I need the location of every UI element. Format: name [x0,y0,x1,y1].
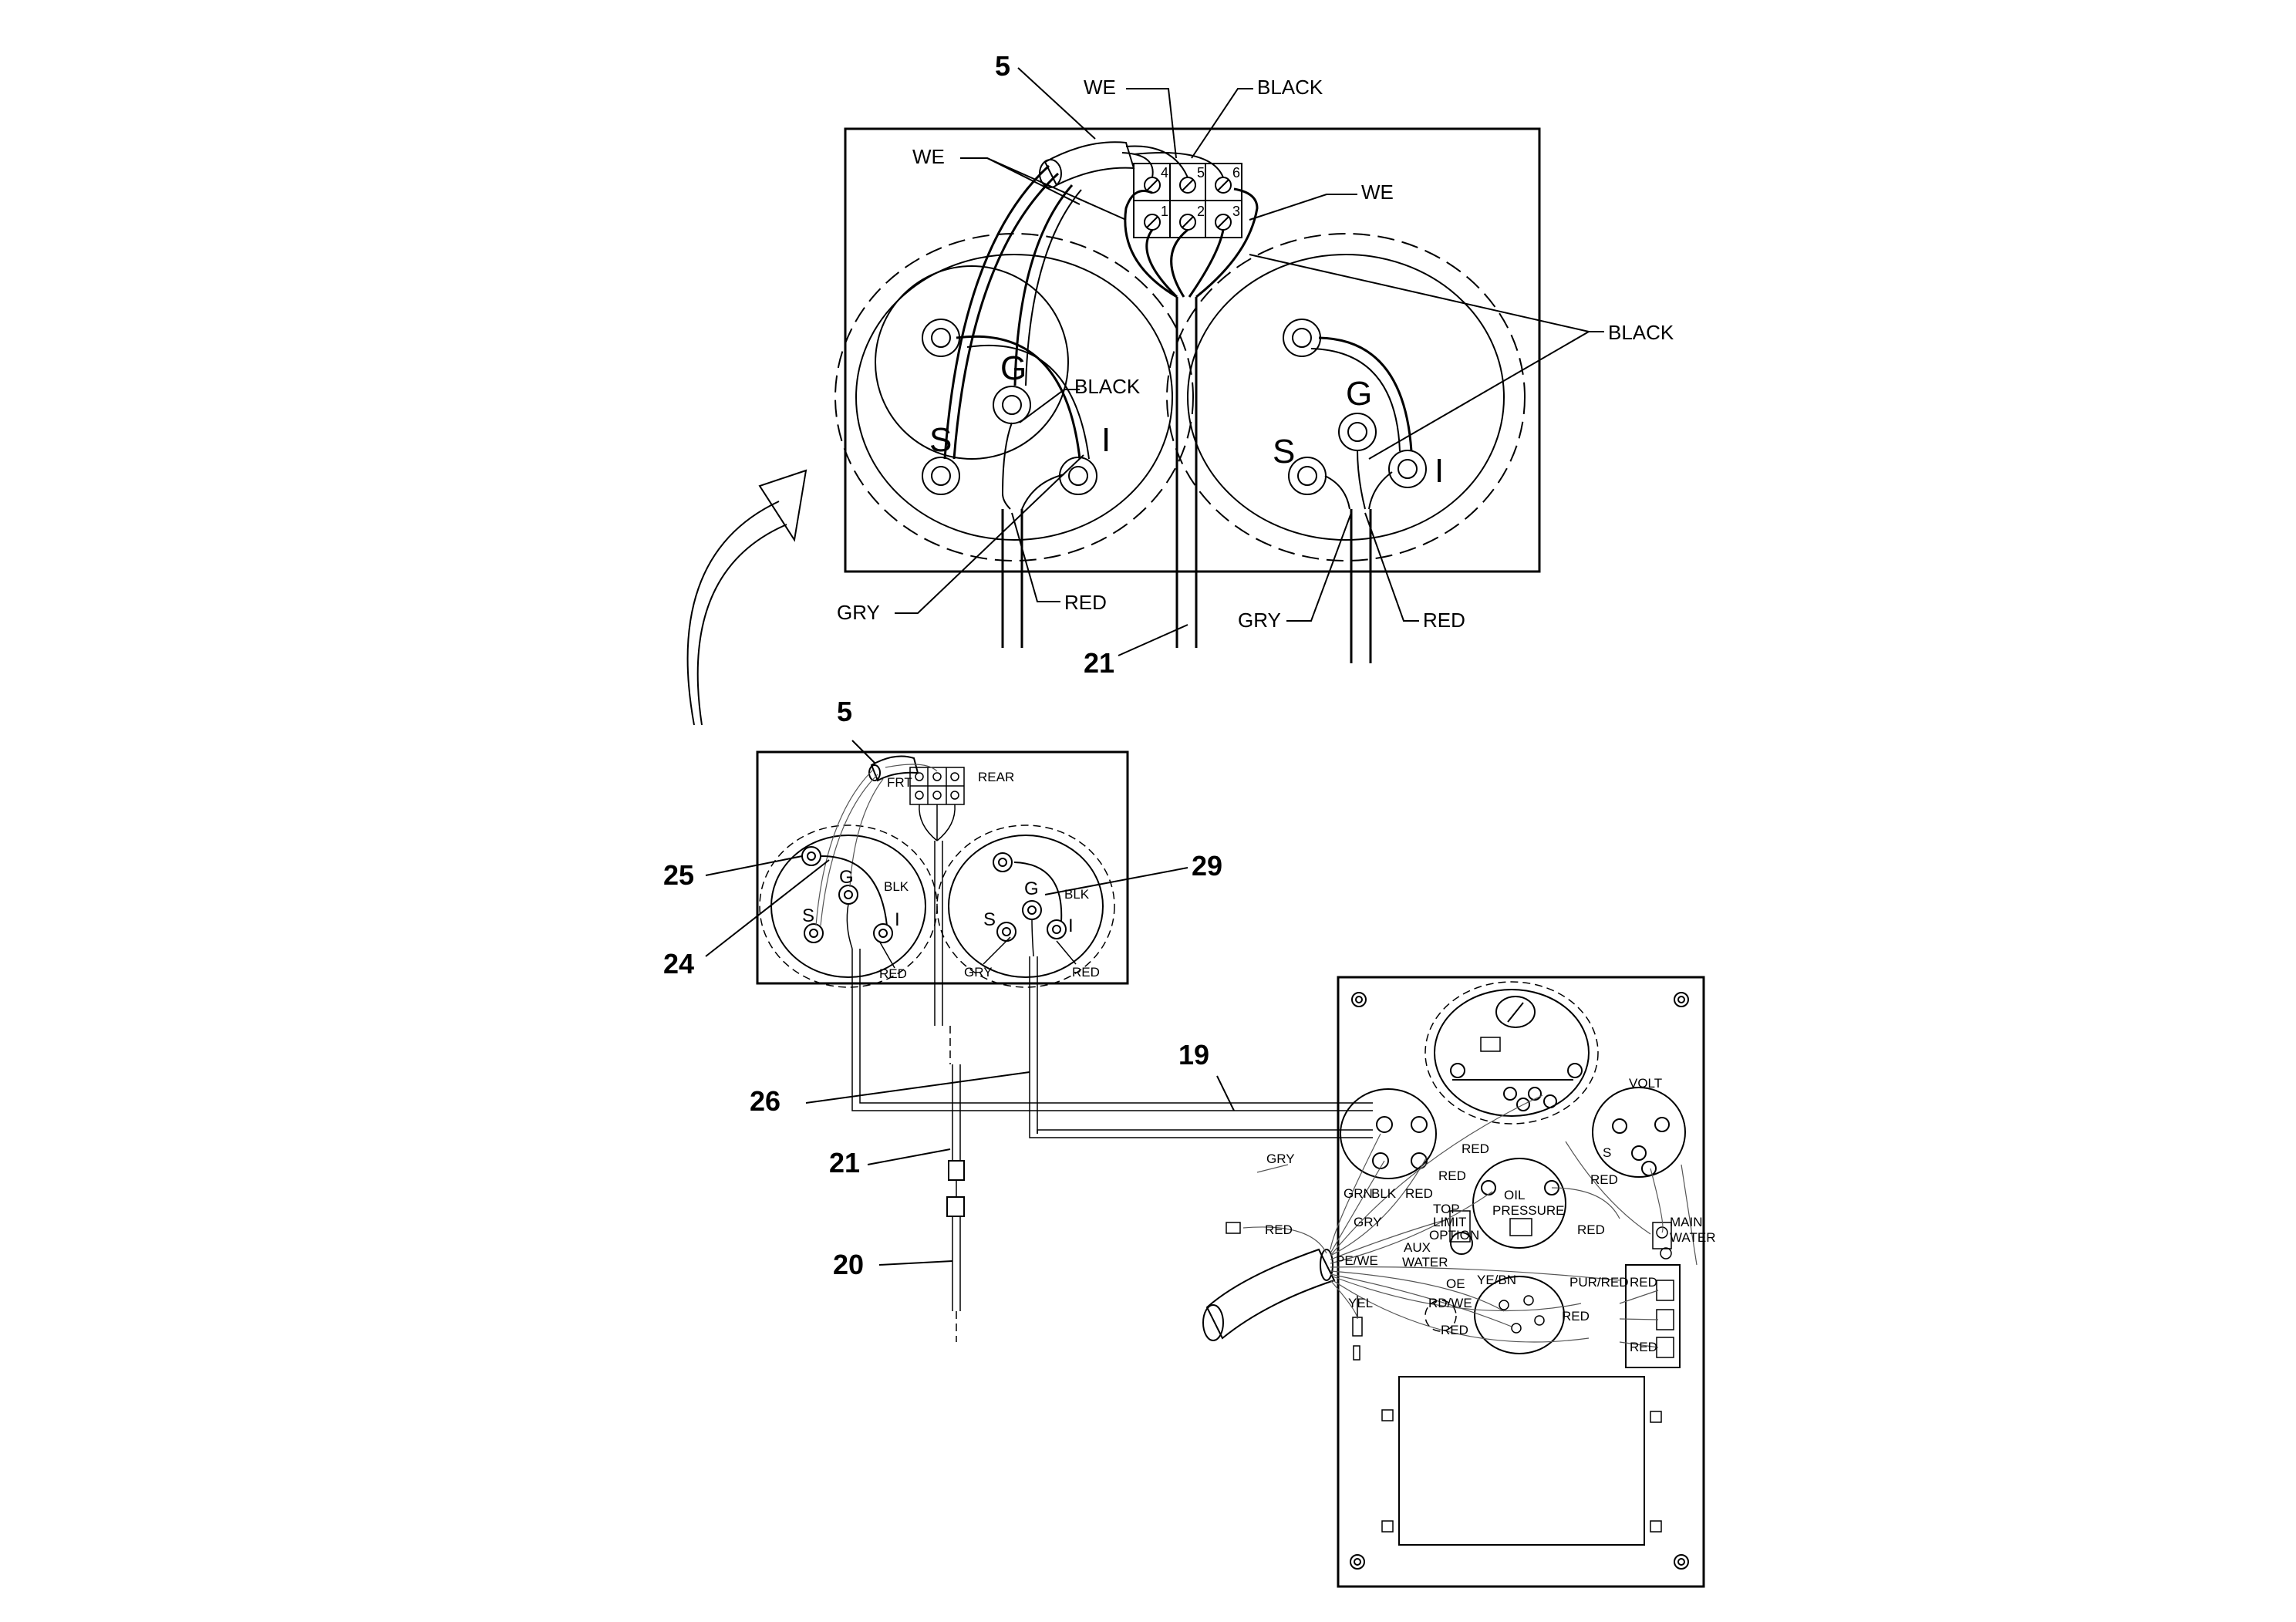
label-gry-mid: GRY [964,965,993,980]
label-red-panel-6: RED [1265,1222,1293,1237]
label-gry-left: GRY [837,601,880,624]
label-red-panel-1: RED [1462,1141,1489,1156]
label-yel: YEL [1348,1296,1373,1310]
label-blk-panel: BLK [1371,1186,1397,1201]
label-red-panel-5: RED [1577,1222,1605,1237]
label-red-left: RED [1064,591,1107,614]
label-main-water: WATER [1670,1230,1716,1245]
label-red-panel-2: RED [1438,1168,1466,1183]
middle-view: 5 25 24 29 26 19 21 20 FRT REAR BLK BLK … [663,696,1373,1342]
callout-21-top: 21 [1084,647,1114,679]
label-red-panel-10: RED [1630,1340,1657,1354]
callout-24: 24 [663,948,694,980]
label-option: OPTION [1429,1228,1479,1243]
label-red-right: RED [1423,609,1465,632]
label-purred: PUR/RED [1569,1275,1629,1290]
terminal-number-2: 2 [1197,204,1205,219]
panel-outline [1337,976,1705,1588]
top-left-gauge-ring [875,265,1069,460]
label-we-right: WE [1361,180,1394,204]
label-oil: OIL [1504,1188,1525,1202]
terminal-number-3: 3 [1232,204,1240,219]
label-we-top: WE [1084,76,1116,99]
top-left-term-i: I [1101,421,1111,459]
label-rear: REAR [978,770,1014,784]
label-oe: OE [1446,1276,1465,1291]
label-aux-water: WATER [1402,1255,1448,1270]
callout-26: 26 [750,1085,781,1117]
top-leaders [895,67,1604,656]
top-right-term-i: I [1435,452,1444,490]
mid-right-term-g: G [1024,878,1039,899]
label-pewe: PE/WE [1336,1253,1378,1268]
top-left-term-s: S [929,421,952,459]
label-rdwe: RD/WE [1428,1296,1472,1310]
harness-sleeve-top [1043,141,1135,187]
callout-5-middle: 5 [837,696,852,727]
mid-right-term-i: I [1068,916,1074,936]
label-black-right: BLACK [1608,321,1674,344]
label-black-top: BLACK [1257,76,1323,99]
top-left-term-g: G [1000,349,1027,387]
instrument-panel: VOLT GRY RED RED RED GRN BLK GRY OIL PRE… [1202,976,1716,1588]
enlarge-arrow [686,469,807,726]
label-limit: LIMIT [1433,1215,1466,1229]
mid-left-term-i: I [895,909,900,930]
top-right-gauge-outer [1166,233,1526,561]
top-panel-outline [844,127,1541,573]
callout-19: 19 [1178,1039,1209,1071]
label-gry-panel-2: GRY [1354,1215,1382,1229]
terminal-number-6: 6 [1232,165,1240,180]
label-red-left-mid: RED [879,966,907,981]
label-gry-panel: GRY [1266,1152,1295,1166]
mid-right-term-s: S [983,909,996,930]
top-right-term-s: S [1273,433,1295,470]
label-blk-left: BLK [884,879,909,894]
top-right-gauge-inner [1187,254,1505,541]
top-left-gauge-inner [855,254,1173,541]
top-left-gauge-outer [834,233,1194,561]
terminal-block: 4 5 6 1 2 3 [1133,163,1242,238]
label-aux: AUX [1404,1240,1431,1255]
top-right-term-g: G [1346,375,1372,413]
label-top: TOP [1433,1202,1460,1216]
label-blk-right: BLK [1064,887,1090,902]
label-gry-right: GRY [1238,609,1281,632]
terminal-number-4: 4 [1161,165,1168,180]
mid-left-term-g: G [839,867,854,888]
label-grn: GRN [1344,1186,1373,1201]
callout-5-top: 5 [995,50,1010,82]
label-red-right-mid: RED [1072,965,1100,980]
terminal-number-1: 1 [1161,204,1168,219]
label-red-panel-9: RED [1630,1275,1657,1290]
label-volt: VOLT [1629,1076,1662,1091]
mid-left-term-s: S [802,905,814,926]
label-red-panel-4: RED [1590,1172,1618,1187]
top-enlarged-view: 4 5 6 1 2 3 [834,50,1674,679]
label-frt: FRT [887,775,912,790]
callout-20: 20 [833,1249,864,1280]
callout-25: 25 [663,859,694,891]
label-main: MAIN [1670,1215,1703,1229]
label-pressure: PRESSURE [1492,1203,1565,1218]
label-we-left: WE [912,145,945,168]
callout-21-middle: 21 [829,1147,860,1179]
terminal-number-5: 5 [1197,165,1205,180]
label-red-panel-3: RED [1405,1186,1433,1201]
label-red-panel-8: RED [1441,1323,1468,1337]
label-s-panel: S [1603,1145,1611,1160]
label-yebn: YE/BN [1477,1273,1516,1287]
callout-29: 29 [1192,850,1222,882]
label-red-panel-7: RED [1562,1309,1590,1324]
label-black-mid: BLACK [1074,375,1141,398]
